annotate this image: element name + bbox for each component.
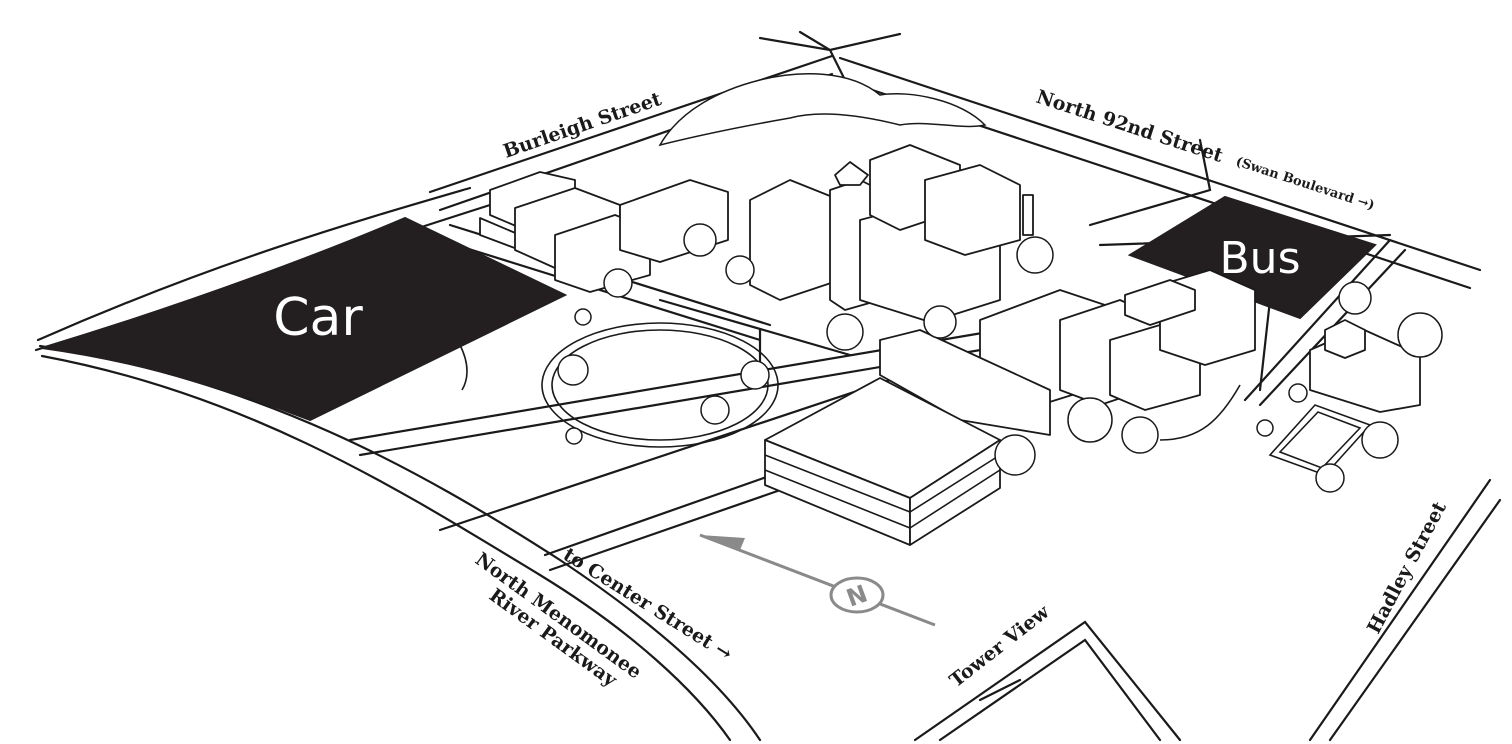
trees — [557, 73, 1443, 493]
parking-lots: Car Bus — [41, 195, 1377, 422]
label-tower-view: Tower View — [946, 600, 1054, 691]
car-parking-lot[interactable] — [41, 216, 568, 422]
north-arrow: N — [699, 533, 936, 627]
car-lot-label: Car — [273, 288, 363, 348]
compass-icon — [829, 576, 885, 614]
label-menomonee-line-1: North Menomonee — [471, 548, 645, 683]
oval-track — [541, 322, 779, 448]
parking-garage — [764, 377, 1001, 546]
campus-buildings — [479, 144, 1421, 546]
label-swan-boulevard: (Swan Boulevard →) — [1234, 155, 1376, 214]
bus-lot-label: Bus — [1220, 233, 1301, 284]
label-hadley-street: Hadley Street — [1363, 498, 1451, 637]
label-burleigh-street: Burleigh Street — [500, 88, 664, 163]
